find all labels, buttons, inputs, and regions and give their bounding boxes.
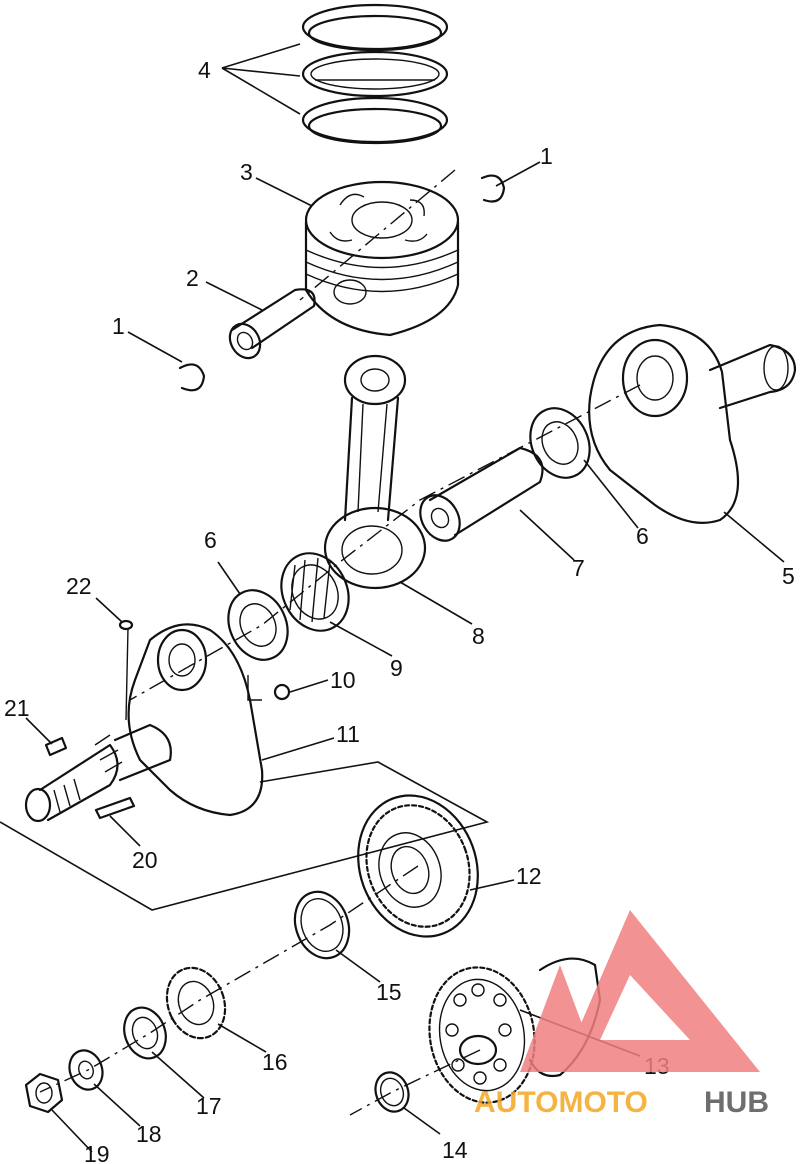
callout-14: 14 (442, 1137, 468, 1163)
circlip-small (374, 1071, 410, 1113)
callout-6-right: 6 (636, 523, 649, 549)
callout-18: 18 (136, 1121, 162, 1147)
sprocket (165, 966, 227, 1040)
callout-1-top: 1 (540, 143, 553, 169)
callout-15: 15 (376, 979, 402, 1005)
watermark-text-automoto: AUTOMOTO (474, 1086, 648, 1119)
callout-4: 4 (198, 57, 211, 83)
piston-rings (301, 3, 449, 145)
piston-pin (228, 288, 316, 360)
callout-6-left: 6 (204, 527, 217, 553)
needle-bearing (280, 552, 350, 632)
connecting-rod (323, 354, 427, 590)
watermark: AUTOMOTO HUB (474, 910, 769, 1119)
callout-9: 9 (390, 655, 403, 681)
nut (24, 1072, 64, 1114)
callout-5: 5 (782, 563, 795, 589)
leader-lines (25, 43, 785, 1153)
axis-line-top (299, 169, 456, 301)
callout-11: 11 (336, 721, 360, 747)
woodruff-key (44, 736, 68, 757)
drive-gear (357, 794, 479, 938)
callout-2: 2 (186, 265, 199, 291)
callout-10: 10 (330, 667, 356, 693)
crank-pin (419, 446, 544, 542)
circlip-top (480, 174, 506, 203)
callout-17: 17 (196, 1093, 222, 1119)
circlip-left (178, 363, 206, 392)
thrust-washer-left (227, 589, 289, 661)
axis-line-gear (39, 865, 419, 1093)
oil-plug (118, 619, 134, 631)
washer (68, 1049, 104, 1091)
callout-22: 22 (66, 573, 92, 599)
callout-3: 3 (240, 159, 253, 185)
callout-8: 8 (472, 623, 485, 649)
piston (304, 180, 460, 337)
balancer-gear (428, 957, 602, 1104)
callout-labels: 1 1 2 3 4 5 6 6 7 8 9 10 11 12 13 14 15 … (4, 57, 795, 1164)
thrust-washer-right (529, 407, 591, 479)
callout-1-left: 1 (112, 313, 125, 339)
shim (293, 890, 351, 960)
callout-16: 16 (262, 1049, 288, 1075)
crankshaft-left (24, 623, 264, 823)
dowel-pin (94, 796, 136, 820)
crankshaft-right (588, 323, 797, 524)
lock-nut (123, 1006, 167, 1060)
assembly-bracket (0, 761, 490, 911)
callout-12: 12 (516, 863, 542, 889)
callout-21: 21 (4, 695, 30, 721)
crank-pin-dowel (273, 683, 291, 701)
callout-19: 19 (84, 1141, 110, 1164)
axis-line-crank (129, 384, 641, 701)
callout-20: 20 (132, 847, 158, 873)
callout-7: 7 (572, 555, 585, 581)
watermark-text-hub: HUB (704, 1086, 769, 1119)
pin-guide (125, 627, 262, 721)
